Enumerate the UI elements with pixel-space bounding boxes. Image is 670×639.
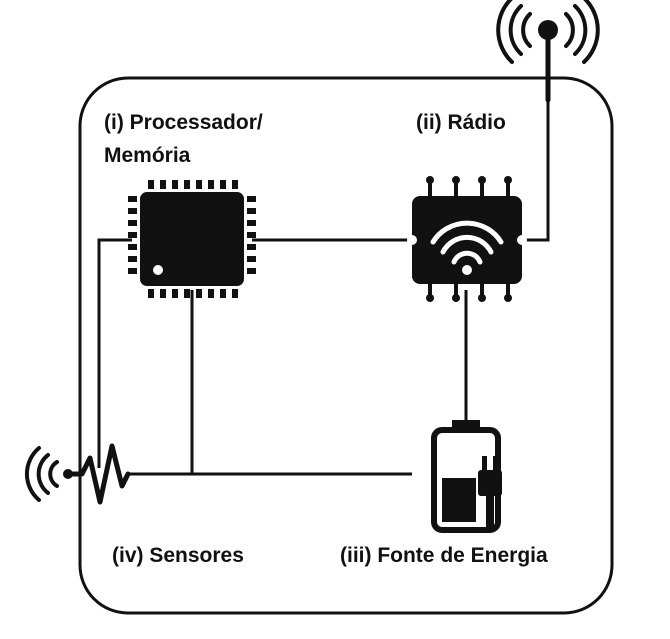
connection-wires [97,60,550,476]
label-power: (iii) Fonte de Energia [340,544,548,567]
battery-charging-icon [431,420,502,533]
wire-radio-antenna [520,60,550,242]
label-radio: (ii) Rádio [416,111,506,134]
radio-antenna-icon [496,0,600,103]
label-processor-line2: Memória [104,144,191,167]
wire-sensor-cpu [97,238,132,468]
label-sensors: (iv) Sensores [112,544,244,567]
node-boundary [78,76,614,615]
label-processor-line1: (i) Processador/ [104,111,263,134]
sensor-signal-icon [24,443,131,505]
wifi-chip-icon [407,176,527,302]
microchip-icon [128,180,256,298]
